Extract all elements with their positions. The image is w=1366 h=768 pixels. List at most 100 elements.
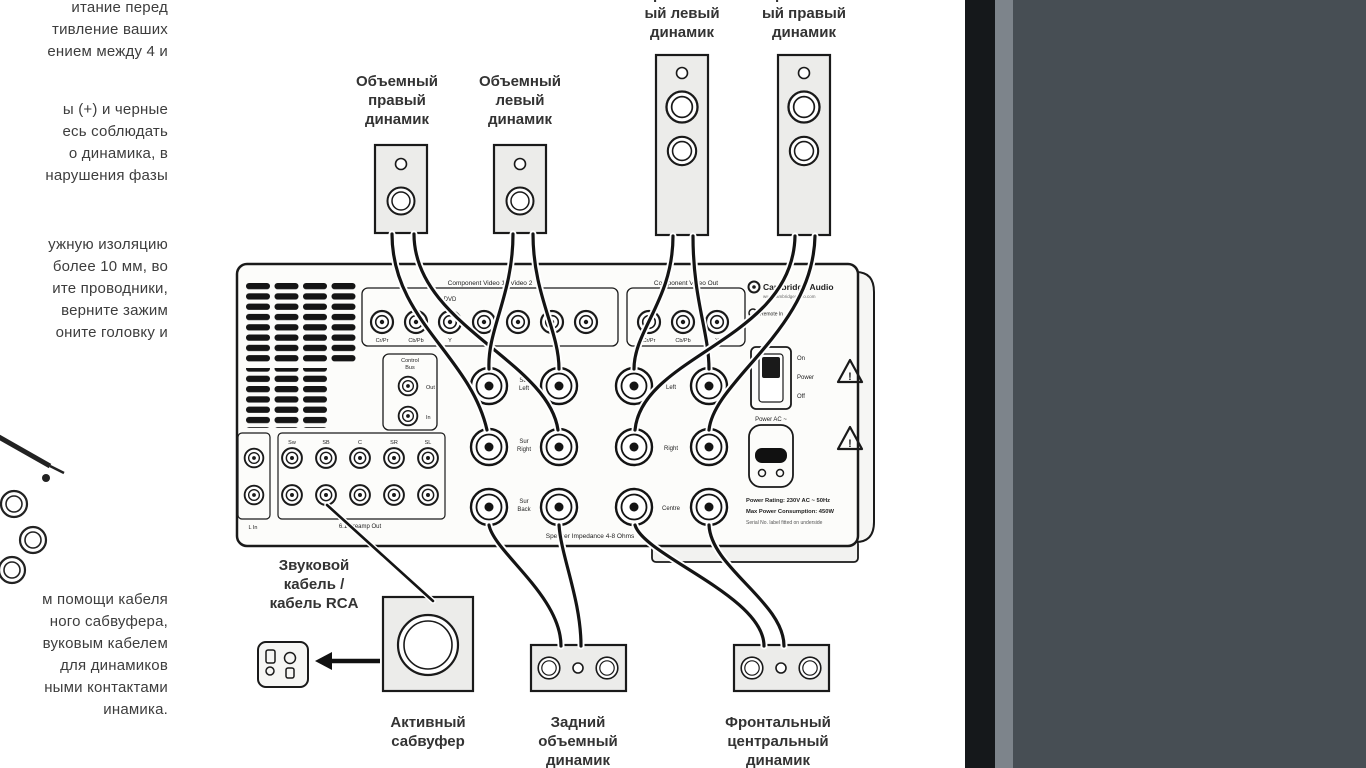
remote-in-label: Remote In (760, 312, 783, 318)
jack-label: Y (448, 338, 452, 344)
post-label: Centre (662, 506, 681, 512)
text-line: ужную изоляцию (48, 236, 168, 253)
label-line: динамик (365, 111, 429, 128)
warning-icon: ! (836, 358, 864, 384)
wall-plate-icon (257, 641, 309, 688)
post-label: Right (517, 447, 531, 453)
text-line: вуковым кабелем (42, 635, 168, 652)
screwdriver-terminal-illustration (0, 434, 65, 585)
jack-label: Cb/Pb (675, 338, 690, 344)
post-label: Right (664, 446, 678, 452)
label-line: ый левый (644, 5, 720, 22)
center-speaker (732, 643, 831, 693)
body-text-block-4: м помощи кабеля ного сабвуфера, вуковым … (0, 589, 168, 721)
label-line: объемный (538, 733, 618, 750)
label-line: Фронтальн (632, 0, 732, 4)
front-left-speaker (654, 53, 710, 237)
left-in-label: L In (249, 525, 258, 531)
channel-label: Sw (288, 440, 296, 446)
label-line: ый правый (761, 5, 847, 22)
wiring-diagram: Component Video 1 / Video 2 DVD Cr/Pr Cb… (0, 53, 875, 693)
control-bus-jacks: Control Bus Out In (382, 353, 438, 431)
text-line: для динамиков (60, 657, 168, 674)
text-line: верните зажим (61, 302, 168, 319)
component-video-in-label: Component Video 1 / Video 2 (448, 280, 533, 287)
component-video-out-label: Component Video Out (654, 280, 718, 287)
front-right-speaker (776, 53, 832, 237)
text-line: ного сабвуфера, (49, 613, 168, 630)
jack-label: Cb/Pb (408, 338, 423, 344)
channel-label: SB (322, 440, 330, 446)
jack-label: Cr/Pr (643, 338, 656, 344)
label-line: Фронтальн (752, 0, 856, 4)
switch-on-label: On (797, 356, 805, 362)
text-line: более 10 мм, во (52, 258, 168, 275)
vent-grill (246, 283, 357, 363)
text-line: есь соблюдать (62, 123, 168, 140)
body-text-block-3: ужную изоляцию более 10 мм, во ите прово… (0, 234, 168, 344)
post-label: Sur (519, 378, 528, 384)
ratings-text: Power Rating: 230V AC ~ 50Hz Max Power C… (746, 498, 834, 526)
label-line: динамик (746, 752, 810, 768)
body-text-block-1: итание перед тивление ваших ением между … (0, 0, 168, 63)
scrollbar[interactable] (995, 0, 1013, 768)
label-rca-cable: Звуковой кабель / кабель RCA (250, 556, 378, 613)
svg-text:!: ! (848, 371, 852, 383)
document-page: итание перед тивление ваших ением между … (0, 0, 965, 768)
label-line: динамик (488, 111, 552, 128)
post-label: Sur (519, 439, 528, 445)
channel-label: SR (390, 440, 398, 446)
brand-name: Cambridge Audio (763, 282, 834, 292)
text-line: ите проводники, (52, 280, 168, 297)
ac-power-inlet: Power AC ~ (748, 417, 794, 488)
body-text-block-2: ы (+) и черные есь соблюдать о динамика,… (0, 99, 168, 187)
label-front-left-speaker: Фронтальн ый левый динамик (632, 0, 732, 42)
speaker-binding-posts: Sur Left Left Sur Right Right Sur Back C… (469, 366, 729, 540)
channel-label: C (358, 440, 362, 446)
warning-icon: ! (836, 425, 864, 451)
label-line: Звуковой (278, 557, 350, 574)
svg-text:!: ! (848, 438, 852, 450)
viewer-background (1013, 0, 1366, 768)
post-label: Left (666, 385, 676, 391)
switch-power-label: Power (797, 375, 814, 381)
subwoofer-cable (324, 502, 436, 604)
brand-url: www.cambridgeaudio.com (763, 294, 816, 299)
text-line: инамика. (103, 701, 168, 718)
surround-right-speaker (373, 143, 429, 235)
bus-in-label: In (426, 415, 431, 421)
label-line: левый (495, 92, 545, 109)
rating-line: Power Rating: 230V AC ~ 50Hz (746, 498, 830, 504)
preamp-out-label: 6.1 Preamp Out (339, 524, 382, 530)
arrow-icon (315, 652, 380, 670)
subwoofer (381, 595, 475, 693)
label-surround-right-speaker: Объемный правый динамик (342, 72, 452, 129)
label-surround-left-speaker: Объемный левый динамик (465, 72, 575, 129)
power-switch: On Power Off (750, 346, 814, 410)
label-subwoofer: Активный сабвуфер (377, 713, 479, 751)
channel-label: SL (425, 440, 432, 446)
speaker-wires (388, 230, 819, 650)
dvd-label: DVD (444, 297, 457, 303)
jack-label: Cr/Pr (376, 338, 389, 344)
rating-line: Serial No. label fitted on underside (746, 520, 823, 526)
impedance-label: Speaker Impedance 4-8 Ohms (546, 533, 635, 540)
label-front-right-speaker: Фронтальн ый правый динамик (752, 0, 856, 42)
control-bus-label: Bus (405, 365, 415, 371)
text-line: о динамика, в (68, 145, 168, 162)
label-line: динамик (546, 752, 610, 768)
label-rear-surround-speaker: Задний объемный динамик (527, 713, 629, 768)
rating-line: Max Power Consumption: 450W (746, 509, 834, 515)
text-line: ением между 4 и (47, 43, 168, 60)
label-line: правый (368, 92, 426, 109)
text-line: м помощи кабеля (42, 591, 168, 608)
label-line: динамик (650, 24, 714, 41)
label-line: кабель / (283, 576, 345, 593)
page-edge-shadow (965, 0, 995, 768)
rear-surround-speaker (529, 643, 628, 693)
label-line: Объемный (478, 73, 561, 90)
surround-left-speaker (492, 143, 548, 235)
text-line: ы (+) и черные (62, 101, 168, 118)
post-label: Back (517, 507, 531, 513)
